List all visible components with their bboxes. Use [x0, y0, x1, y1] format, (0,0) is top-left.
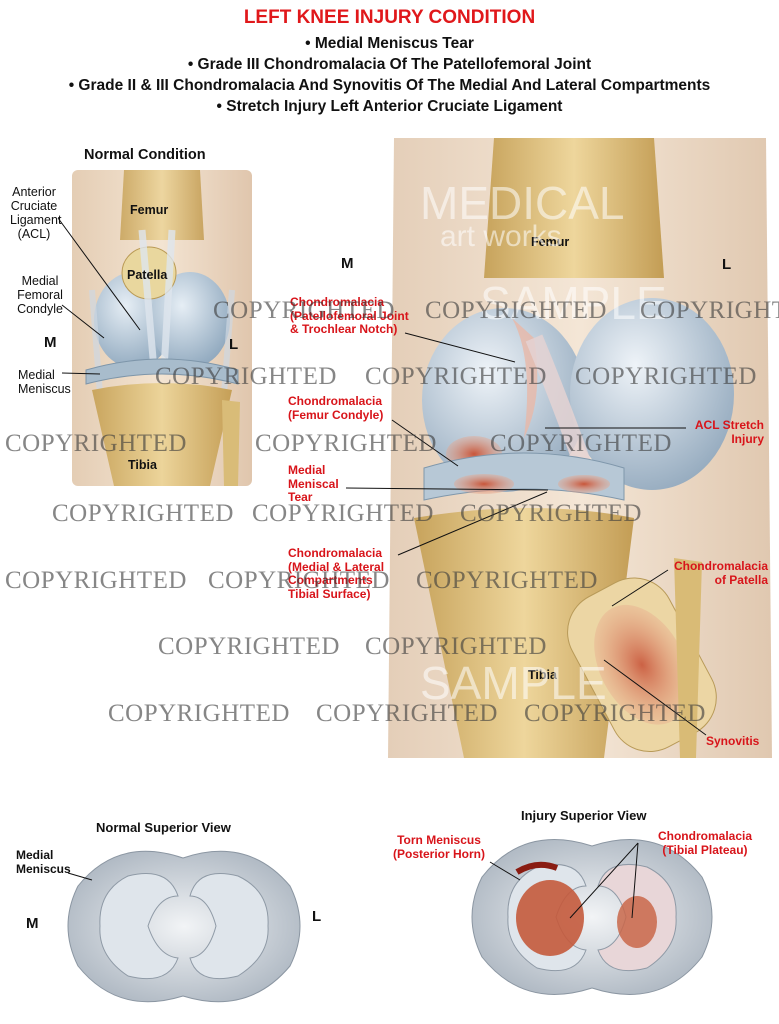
label-l-injury: L	[722, 256, 732, 273]
label-tibia-normal: Tibia	[128, 458, 157, 472]
label-tibia-injury: Tibia	[528, 668, 557, 682]
watermark-copyright: COPYRIGHTED	[5, 567, 187, 594]
watermark-copyright: COPYRIGHTED	[425, 297, 607, 324]
label-chondromalacia-tibial-plateau: Chondromalacia(Tibial Plateau)	[657, 829, 753, 857]
header-line-4: • Stretch Injury Left Anterior Cruciate …	[216, 98, 563, 115]
watermark-copyright: COPYRIGHTED	[108, 700, 290, 727]
header-line-2: • Grade III Chondromalacia Of The Patell…	[187, 56, 592, 73]
watermark-brand-1: MEDICAL	[420, 177, 625, 229]
label-m-superior: M	[26, 915, 39, 932]
watermark-copyright: COPYRIGHTED	[252, 500, 434, 527]
watermark-copyright: COPYRIGHTED	[155, 363, 337, 390]
watermark-copyright: COPYRIGHTED	[5, 430, 187, 457]
watermark-copyright: COPYRIGHTED	[255, 430, 437, 457]
normal-superior-title: Normal Superior View	[96, 820, 231, 835]
normal-superior-illustration	[67, 850, 301, 1003]
watermark-copyright: COPYRIGHTED	[213, 297, 395, 324]
injury-superior-title: Injury Superior View	[521, 808, 647, 823]
label-m-injury: M	[341, 255, 354, 272]
watermark-copyright: COPYRIGHTED	[524, 700, 706, 727]
watermark-copyright: COPYRIGHTED	[208, 567, 390, 594]
watermark-copyright: COPYRIGHTED	[158, 633, 340, 660]
normal-condition-title: Normal Condition	[84, 147, 206, 163]
watermark-brand-2: art works	[440, 220, 562, 253]
watermark-copyright: COPYRIGHTED	[490, 430, 672, 457]
label-l-superior: L	[312, 908, 322, 925]
normal-knee-illustration	[72, 170, 252, 486]
watermark-sample-1: SAMPLE	[480, 277, 667, 329]
watermark-copyright: COPYRIGHTED	[416, 567, 598, 594]
header-line-3: • Grade II & III Chondromalacia And Syno…	[68, 77, 711, 94]
label-synovitis: Synovitis	[706, 734, 760, 748]
watermark-copyright: COPYRIGHTED	[460, 500, 642, 527]
watermark-copyright: COPYRIGHTED	[52, 500, 234, 527]
watermark-copyright: COPYRIGHTED	[640, 297, 779, 324]
watermark-copyright: COPYRIGHTED	[316, 700, 498, 727]
watermark-copyright: COPYRIGHTED	[575, 363, 757, 390]
label-chondromalacia-patellofemoral: Chondromalacia(Patellofemoral Joint& Tro…	[290, 295, 409, 336]
label-l-normal: L	[229, 336, 239, 353]
header-line-1: • Medial Meniscus Tear	[305, 35, 474, 52]
label-femur-injury: Femur	[531, 235, 570, 249]
label-femur-normal: Femur	[130, 203, 169, 217]
watermark-copyright: COPYRIGHTED	[365, 633, 547, 660]
label-m-normal: M	[44, 334, 57, 351]
label-chondromalacia-femur-condyle: Chondromalacia(Femur Condyle)	[288, 394, 384, 422]
label-torn-meniscus: Torn Meniscus(Posterior Horn)	[392, 833, 485, 861]
injury-superior-illustration	[471, 839, 713, 995]
watermark-copyright: COPYRIGHTED	[365, 363, 547, 390]
label-patella-normal: Patella	[127, 268, 168, 282]
page-title: LEFT KNEE INJURY CONDITION	[243, 7, 536, 28]
injury-knee-illustration	[388, 138, 772, 758]
watermark-sample-2: SAMPLE	[420, 657, 607, 709]
